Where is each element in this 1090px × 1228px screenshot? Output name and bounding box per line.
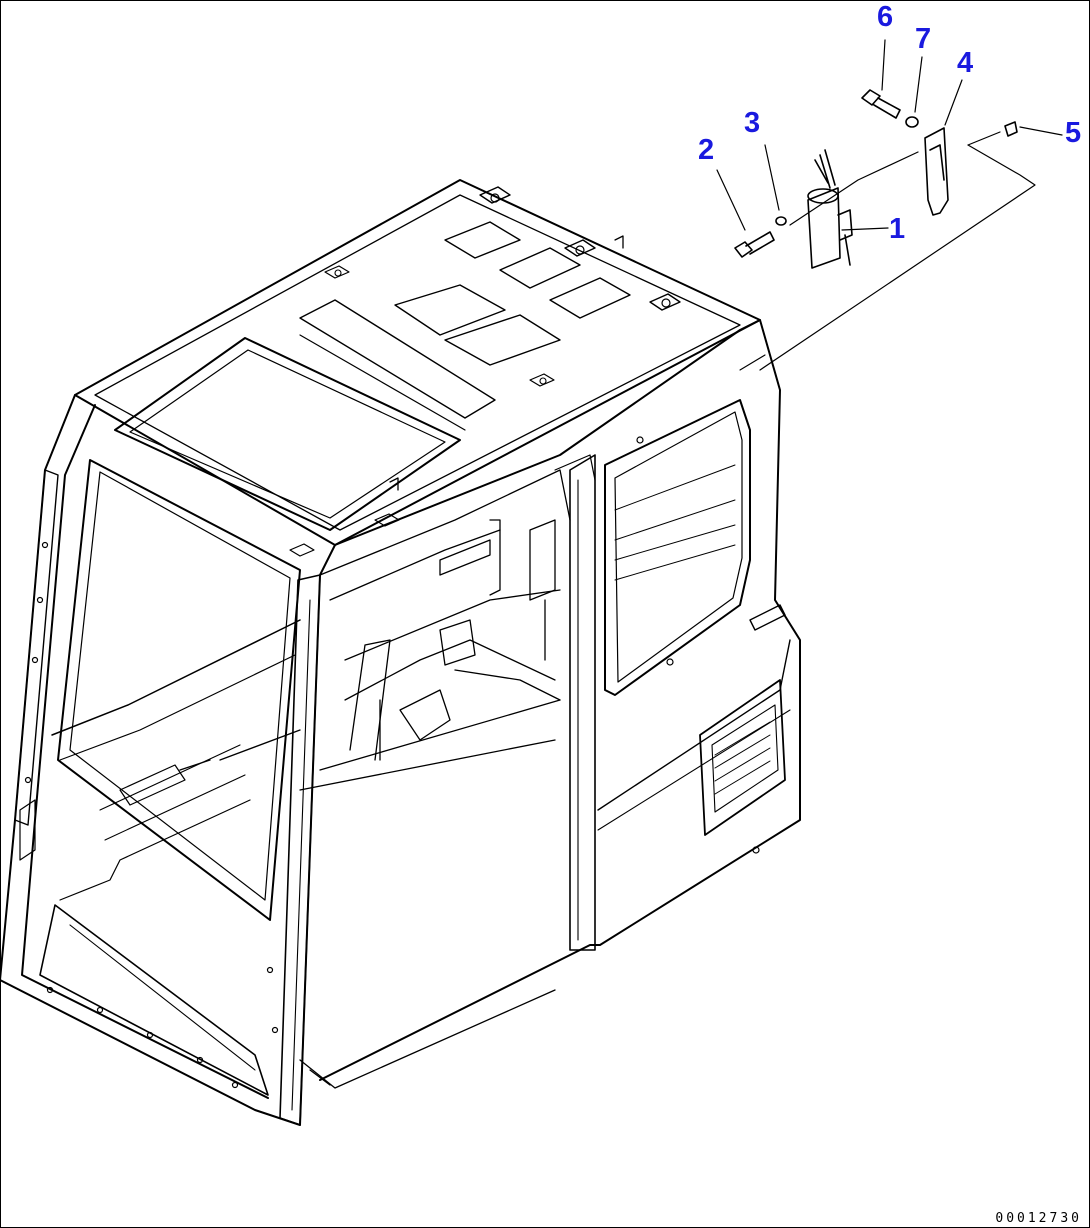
callout-1: 1 [889, 213, 905, 245]
extinguisher-assembly [734, 89, 1018, 269]
bracket-part-4 [924, 127, 949, 216]
callout-2: 2 [698, 134, 714, 166]
drawing-number: 00012730 [995, 1211, 1082, 1226]
callout-4: 4 [957, 47, 973, 79]
bolt-part-6 [861, 89, 901, 119]
cab-side-door [319, 319, 801, 1081]
extinguisher-part-1 [807, 187, 841, 269]
washer-part-3 [775, 216, 787, 226]
bolt-part-2 [734, 231, 775, 258]
callout-3: 3 [744, 107, 760, 139]
cab-roof [74, 179, 761, 557]
cab-interior [179, 469, 571, 1089]
leader-lines [716, 39, 1063, 371]
cab-front-frame [0, 394, 336, 1126]
clip-part-5 [1004, 121, 1018, 137]
callout-labels: 1 2 3 4 5 6 7 [698, 1, 1081, 245]
callout-7: 7 [915, 23, 931, 55]
washer-part-7 [905, 116, 919, 128]
callout-6: 6 [877, 1, 893, 33]
callout-5: 5 [1065, 117, 1081, 149]
